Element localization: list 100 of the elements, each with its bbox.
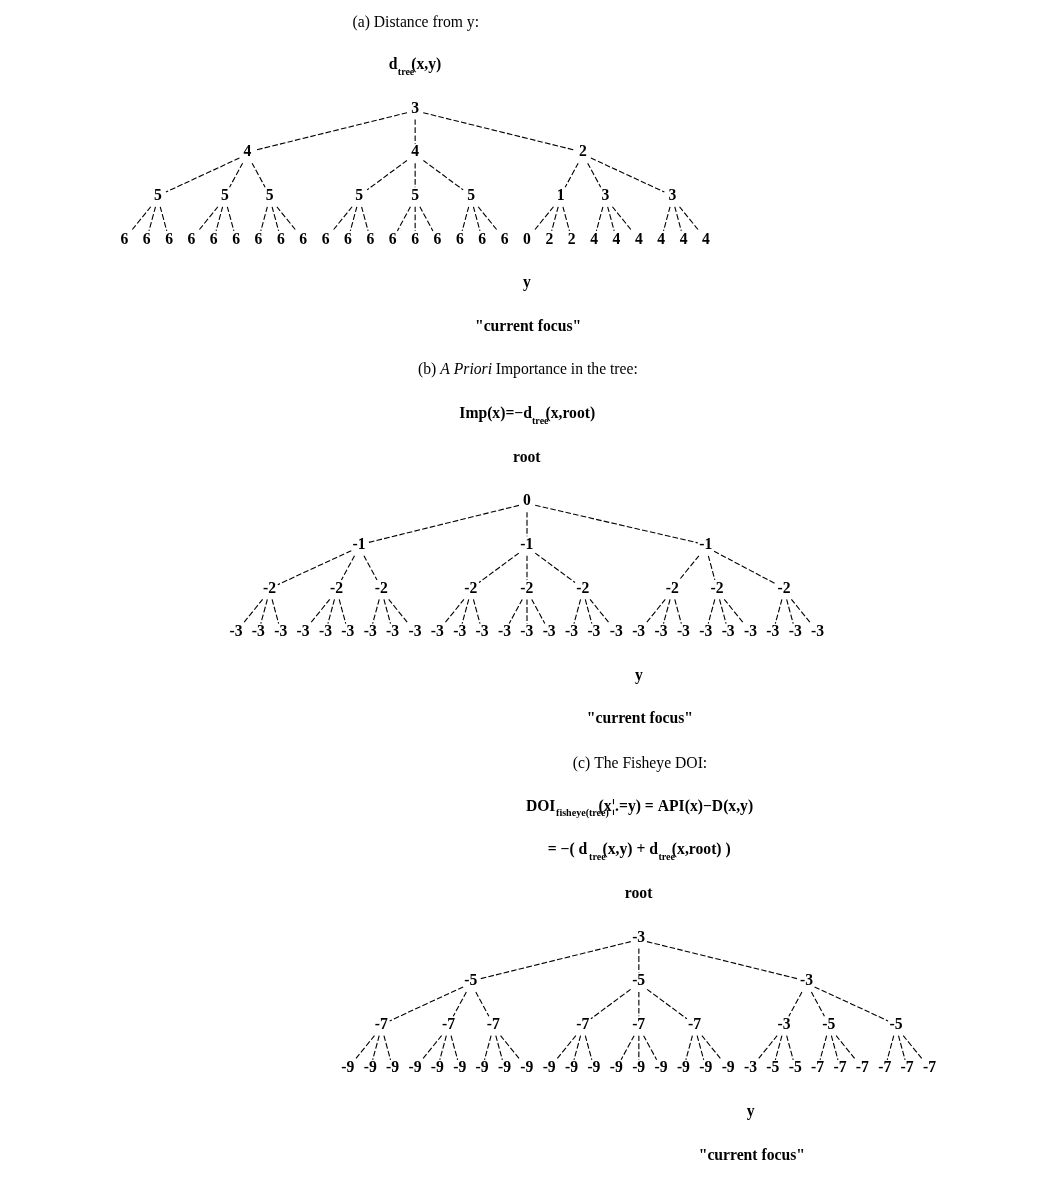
- connector: [414, 162, 416, 188]
- connector: [810, 991, 825, 1017]
- connector: [494, 1035, 503, 1061]
- node-label: "current focus": [698, 1145, 805, 1163]
- node-text: 5: [220, 185, 229, 203]
- node-text: -3: [631, 927, 645, 945]
- node-text: -7: [855, 1058, 869, 1076]
- connector: [251, 162, 266, 188]
- node-text: -3: [542, 622, 556, 640]
- node-text: -9: [654, 1058, 668, 1076]
- connector: [835, 1035, 856, 1061]
- connector: [830, 1035, 838, 1061]
- node-text: 6: [455, 229, 464, 247]
- connector: [422, 112, 575, 151]
- node-text: -5: [788, 1058, 802, 1076]
- node-text: 6: [433, 229, 441, 247]
- connector: [452, 991, 467, 1017]
- node-label: y: [634, 665, 643, 683]
- connector: [418, 206, 433, 232]
- node-text: -3: [452, 622, 466, 640]
- node-text: -9: [475, 1058, 489, 1076]
- node-text: -3: [743, 1058, 757, 1076]
- node-text: 4: [679, 229, 688, 247]
- connector: [472, 206, 480, 232]
- node-text: -2: [777, 578, 791, 596]
- node-text: -7: [922, 1058, 936, 1076]
- node-text: 3: [410, 98, 419, 116]
- node-text: 6: [119, 229, 128, 247]
- connector: [362, 555, 378, 581]
- connector: [508, 598, 523, 625]
- node-text: -5: [631, 971, 645, 989]
- node-text: 6: [477, 229, 486, 247]
- node-text: 6: [343, 229, 352, 247]
- node-text: -7: [810, 1058, 824, 1076]
- connector: [382, 1035, 391, 1061]
- node-text: 6: [410, 229, 419, 247]
- node-text: -3: [788, 622, 802, 640]
- connector: [662, 598, 671, 625]
- node-text: -9: [363, 1058, 377, 1076]
- node-text: 4: [612, 229, 620, 247]
- node-text: -2: [665, 578, 679, 596]
- node-text: -3: [475, 622, 489, 640]
- connector: [420, 1035, 442, 1061]
- node-text: 3: [668, 185, 676, 203]
- node-text: -2: [262, 578, 276, 596]
- connector: [902, 1035, 923, 1061]
- connector: [707, 598, 715, 625]
- node-text: 0: [522, 491, 531, 509]
- connector: [499, 1035, 521, 1061]
- connector: [813, 986, 889, 1022]
- node-text: -9: [497, 1058, 511, 1076]
- connector: [700, 1035, 722, 1061]
- node-text: -7: [374, 1014, 388, 1032]
- connector: [371, 1035, 380, 1061]
- connector: [414, 118, 416, 145]
- node-label: root: [624, 883, 652, 901]
- node-text: 6: [388, 229, 397, 247]
- node-text: -9: [430, 1058, 444, 1076]
- node-text: -3: [385, 622, 399, 640]
- connector: [276, 550, 352, 586]
- connector: [723, 598, 744, 625]
- connector: [483, 1035, 492, 1061]
- node-text: 5: [265, 185, 274, 203]
- node-text: -3: [631, 622, 645, 640]
- connector: [785, 598, 794, 625]
- connector: [673, 206, 682, 232]
- node-text: 6: [164, 229, 173, 247]
- node-text: -9: [542, 1058, 556, 1076]
- connector: [886, 1035, 894, 1061]
- connector: [159, 206, 167, 232]
- connector: [474, 991, 489, 1017]
- connector: [756, 1035, 778, 1061]
- node-text: -7: [833, 1058, 847, 1076]
- connector: [164, 157, 240, 193]
- connector: [309, 598, 330, 625]
- node-text: 5: [410, 185, 419, 203]
- node-text: -9: [407, 1058, 421, 1076]
- node-text: 4: [410, 142, 419, 160]
- connector: [461, 598, 469, 625]
- connector: [555, 1035, 576, 1061]
- connector: [678, 206, 700, 232]
- node-text: 2: [567, 229, 576, 247]
- connector: [338, 598, 346, 625]
- node-label: root: [512, 447, 541, 465]
- connector: [371, 598, 380, 625]
- connector: [340, 555, 355, 581]
- label: Imp(x)=−d$_{tree}$(x,root): [458, 404, 595, 426]
- node-text: -2: [519, 578, 533, 596]
- node-text: -9: [564, 1058, 578, 1076]
- connector: [584, 1035, 592, 1061]
- node-text: -2: [575, 578, 589, 596]
- node-text: -5: [765, 1058, 779, 1076]
- connector: [388, 986, 464, 1022]
- node-label: y: [746, 1102, 755, 1120]
- node-text: 1: [556, 185, 564, 203]
- node-text: -3: [228, 622, 242, 640]
- node-text: 6: [276, 229, 285, 247]
- connector: [530, 598, 545, 625]
- node-text: -3: [497, 622, 511, 640]
- node-text: -3: [799, 971, 813, 989]
